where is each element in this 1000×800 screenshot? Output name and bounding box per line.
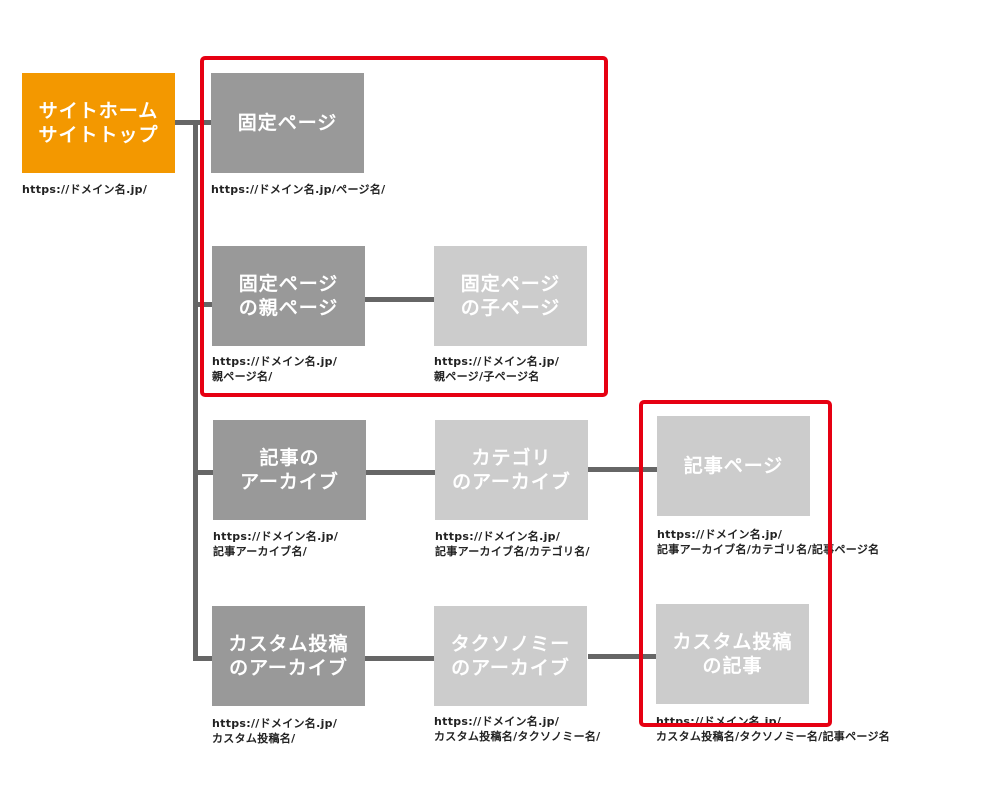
connector-category-to-post-page bbox=[588, 467, 657, 472]
node-taxonomy-archive-line-1: タクソノミー bbox=[450, 633, 571, 655]
url-fixed-parent-line-2: 親ページ名/ bbox=[212, 370, 273, 383]
node-fixed-child-line-2: の子ページ bbox=[460, 297, 561, 319]
url-post-page-line-1: https://ドメイン名.jp/ bbox=[657, 528, 783, 541]
node-site-home-line-2: サイトトップ bbox=[38, 124, 159, 146]
connector-custom-archive-to-taxonomy bbox=[365, 656, 435, 661]
url-site-home-line-1: https://ドメイン名.jp/ bbox=[22, 183, 148, 196]
node-post-archive-line-1: 記事の bbox=[259, 447, 320, 469]
node-fixed-page-line-1: 固定ページ bbox=[237, 112, 338, 134]
url-category-archive: https://ドメイン名.jp/ 記事アーカイブ名/カテゴリ名/ bbox=[435, 529, 590, 559]
url-taxonomy-archive: https://ドメイン名.jp/ カスタム投稿名/タクソノミー名/ bbox=[434, 714, 601, 744]
node-custom-post: カスタム投稿 の記事 bbox=[656, 604, 809, 704]
node-post-archive: 記事の アーカイブ bbox=[213, 420, 366, 520]
node-post-archive-line-2: アーカイブ bbox=[240, 471, 339, 493]
node-fixed-parent-page: 固定ページ の親ページ bbox=[212, 246, 365, 346]
url-custom-archive-line-2: カスタム投稿名/ bbox=[212, 732, 296, 745]
node-taxonomy-archive: タクソノミー のアーカイブ bbox=[434, 606, 587, 706]
node-site-home: サイトホーム サイトトップ bbox=[22, 73, 175, 173]
node-category-archive-line-2: のアーカイブ bbox=[452, 471, 571, 493]
url-custom-archive-line-1: https://ドメイン名.jp/ bbox=[212, 717, 338, 730]
url-fixed-page: https://ドメイン名.jp/ページ名/ bbox=[211, 182, 385, 197]
node-custom-archive-line-2: のアーカイブ bbox=[229, 657, 348, 679]
url-fixed-child-line-1: https://ドメイン名.jp/ bbox=[434, 355, 560, 368]
node-fixed-parent-line-1: 固定ページ bbox=[238, 273, 339, 295]
node-custom-post-archive: カスタム投稿 のアーカイブ bbox=[212, 606, 365, 706]
connector-vertical-trunk bbox=[193, 120, 198, 661]
url-post-archive-line-1: https://ドメイン名.jp/ bbox=[213, 530, 339, 543]
node-fixed-child-line-1: 固定ページ bbox=[460, 273, 561, 295]
node-fixed-parent-line-2: の親ページ bbox=[238, 297, 339, 319]
node-fixed-child-page: 固定ページ の子ページ bbox=[434, 246, 587, 346]
url-fixed-parent-page: https://ドメイン名.jp/ 親ページ名/ bbox=[212, 354, 337, 384]
url-fixed-page-line-1: https://ドメイン名.jp/ページ名/ bbox=[211, 183, 386, 196]
connector-post-archive-to-category bbox=[366, 470, 435, 475]
url-fixed-child-line-2: 親ページ/子ページ名 bbox=[434, 370, 540, 383]
url-post-page: https://ドメイン名.jp/ 記事アーカイブ名/カテゴリ名/記事ページ名 bbox=[657, 527, 879, 557]
connector-trunk-to-custom-archive bbox=[193, 656, 212, 661]
node-post-page-line-1: 記事ページ bbox=[683, 455, 784, 477]
connector-taxonomy-to-custom-post bbox=[588, 654, 656, 659]
url-post-archive-line-2: 記事アーカイブ名/ bbox=[213, 545, 308, 558]
url-post-archive: https://ドメイン名.jp/ 記事アーカイブ名/ bbox=[213, 529, 338, 559]
url-fixed-parent-line-1: https://ドメイン名.jp/ bbox=[212, 355, 338, 368]
url-fixed-child-page: https://ドメイン名.jp/ 親ページ/子ページ名 bbox=[434, 354, 559, 384]
connector-fixed-parent-to-child bbox=[365, 297, 435, 302]
url-category-archive-line-1: https://ドメイン名.jp/ bbox=[435, 530, 561, 543]
node-fixed-page: 固定ページ bbox=[211, 73, 364, 173]
node-category-archive-line-1: カテゴリ bbox=[471, 447, 552, 469]
node-custom-archive-line-1: カスタム投稿 bbox=[228, 633, 349, 655]
node-post-page: 記事ページ bbox=[657, 416, 810, 516]
highlight-post-pages-group bbox=[639, 400, 832, 727]
node-category-archive: カテゴリ のアーカイブ bbox=[435, 420, 588, 520]
node-taxonomy-archive-line-2: のアーカイブ bbox=[451, 657, 570, 679]
connector-trunk-to-post-archive bbox=[193, 470, 213, 475]
highlight-fixed-pages-group bbox=[200, 56, 608, 397]
node-custom-post-line-2: の記事 bbox=[702, 655, 763, 677]
url-site-home: https://ドメイン名.jp/ bbox=[22, 182, 147, 197]
url-post-page-line-2: 記事アーカイブ名/カテゴリ名/記事ページ名 bbox=[657, 543, 880, 556]
url-custom-post-line-2: カスタム投稿名/タクソノミー名/記事ページ名 bbox=[656, 730, 891, 743]
url-custom-post-archive: https://ドメイン名.jp/ カスタム投稿名/ bbox=[212, 716, 337, 746]
url-taxonomy-archive-line-2: カスタム投稿名/タクソノミー名/ bbox=[434, 730, 601, 743]
node-custom-post-line-1: カスタム投稿 bbox=[672, 631, 793, 653]
node-site-home-line-1: サイトホーム bbox=[38, 100, 159, 122]
url-taxonomy-archive-line-1: https://ドメイン名.jp/ bbox=[434, 715, 560, 728]
url-category-archive-line-2: 記事アーカイブ名/カテゴリ名/ bbox=[435, 545, 590, 558]
